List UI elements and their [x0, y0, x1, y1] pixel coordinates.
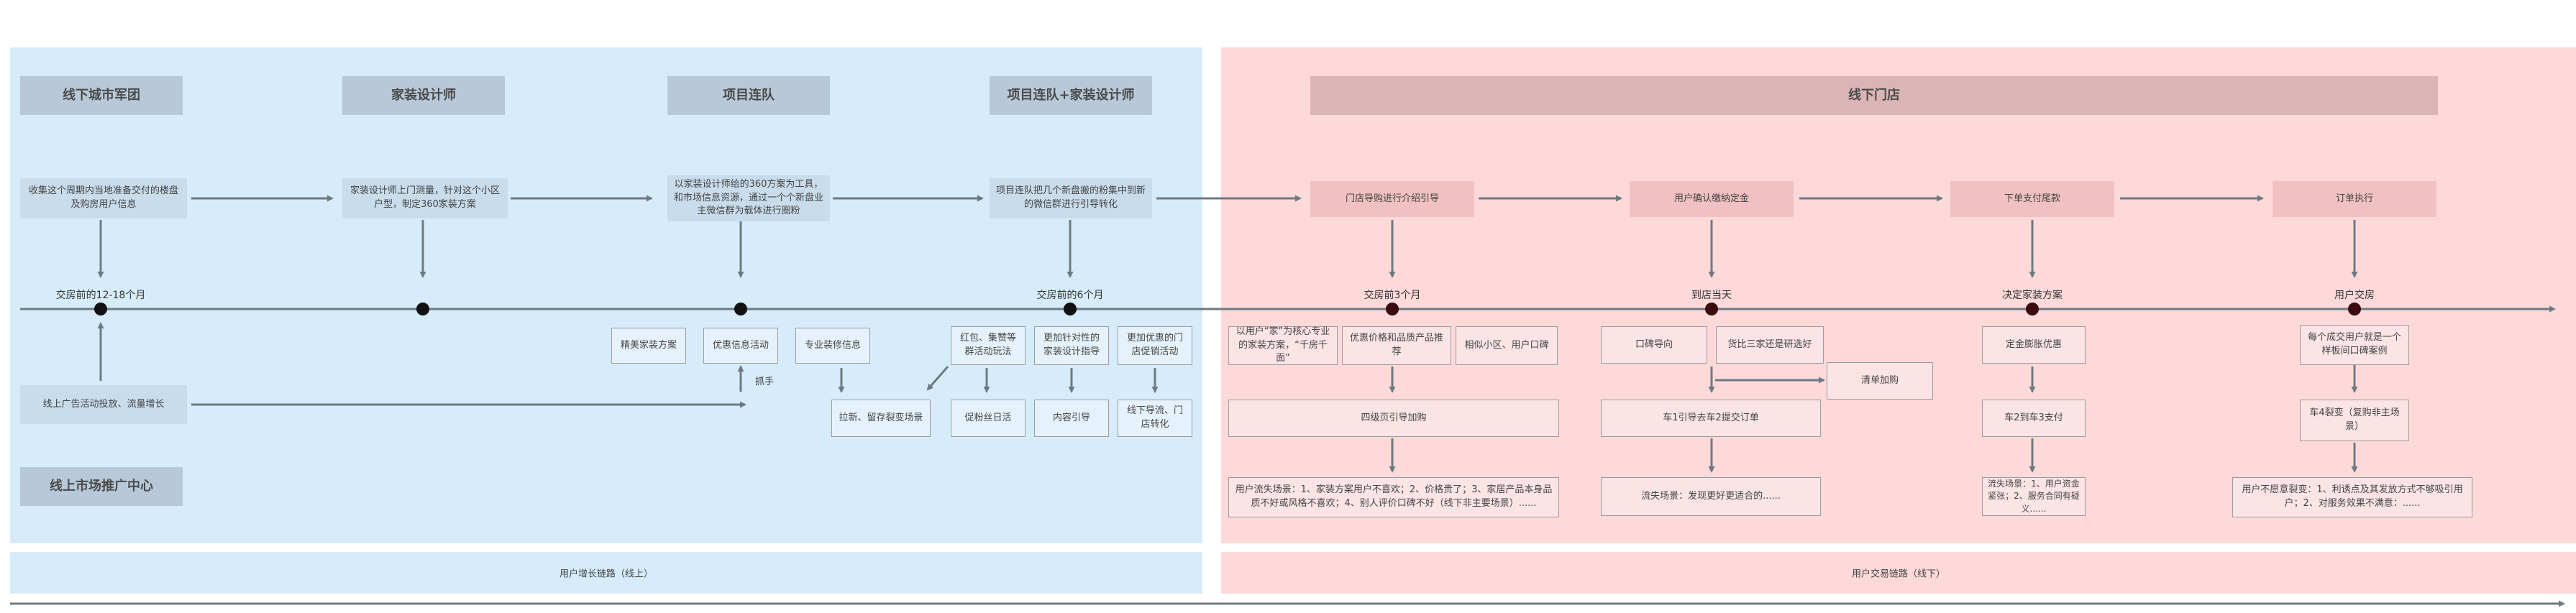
timeline-label-store-day: 到店当天 [1691, 290, 1732, 301]
grab-label: 抓手 [755, 377, 775, 387]
online-ad-box: 线上广告活动投放、流量增长 [20, 385, 187, 424]
tag-pro-decor: 专业装修信息 [795, 328, 870, 364]
offline-band-label: 用户交易链路（线下） [1851, 568, 1946, 580]
tag-design-guide: 更加针对性的家装设计指导 [1034, 326, 1109, 365]
step-collect-info: 收集这个周期内当地准备交付的楼盘及购房用户信息 [20, 178, 187, 218]
tag-cart2-cart3: 车2到车3支付 [1982, 400, 2086, 437]
timeline-dot-6 [1705, 303, 1718, 315]
tag-acquisition: 拉新、留存裂变场景 [831, 400, 931, 437]
tag-cart1-cart2: 车1引导去车2提交订单 [1601, 400, 1821, 437]
header-project-team: 项目连队 [667, 76, 830, 115]
timeline-dot-4 [1064, 303, 1077, 315]
header-designer: 家装设计师 [342, 76, 505, 115]
tag-offline-convert: 线下导流、门店转化 [1118, 400, 1192, 437]
timeline-dot-7 [2026, 303, 2039, 315]
header-offline-store: 线下门店 [1310, 76, 2438, 115]
tag-similar-community: 相似小区、用户口碑 [1456, 326, 1558, 365]
tag-sample-case: 每个成交用户就是一个样板间口碑案例 [2300, 325, 2409, 365]
tag-churn-better: 流失场景：发现更好更适合的...... [1601, 477, 1821, 516]
timeline-label-handover: 用户交房 [2334, 290, 2375, 301]
tag-churn-store: 用户流失场景：1、家装方案用户不喜欢；2、价格贵了；3、家居产品本身品质不好或风… [1228, 477, 1559, 517]
arrow-a4-diag [926, 366, 949, 391]
step-store-guide: 门店导购进行介绍引导 [1310, 181, 1474, 217]
tag-no-fission: 用户不愿意裂变：1、利诱点及其发放方式不够吸引用户；2、对服务效果不满意：...… [2232, 477, 2472, 517]
tag-word-of-mouth: 口碑导向 [1601, 326, 1707, 364]
step-pay-balance: 下单支付尾款 [1950, 181, 2114, 217]
timeline-dot-1 [94, 303, 107, 315]
tag-discount-info: 优惠信息活动 [703, 328, 778, 364]
tag-list-addcart: 清单加购 [1827, 362, 1933, 400]
step-group-fans: 以家装设计师给的360方案为工具，和市场信息资源，通过一个个新盘业主微信群为载体… [667, 175, 830, 221]
tag-design-plan: 精美家装方案 [611, 328, 686, 364]
tag-redpack: 红包、集赞等群活动玩法 [951, 326, 1026, 365]
timeline-dot-2 [416, 303, 429, 315]
tag-deposit-bonus: 定金膨胀优惠 [1982, 326, 2086, 364]
step-order-exec: 订单执行 [2273, 181, 2436, 217]
online-band-label: 用户增长链路（线上） [559, 568, 654, 580]
offline-band [1221, 552, 2576, 594]
tag-level4-addcart: 四级页引导加购 [1228, 400, 1559, 437]
step-designer-measure: 家装设计师上门测量，针对这个小区户型，制定360家装方案 [342, 178, 508, 218]
tag-content-guide: 内容引导 [1034, 400, 1109, 437]
online-band [10, 552, 1202, 594]
header-online-marketing: 线上市场推广中心 [20, 467, 183, 506]
tag-price-quality: 优惠价格和品质产品推荐 [1342, 326, 1451, 365]
tag-cart4-fission: 车4裂变（复购非主场景） [2300, 400, 2409, 441]
tag-churn-funds: 流失场景：1、用户资金紧张；2、服务合同有疑义...... [1982, 477, 2086, 516]
header-city-army: 线下城市军团 [20, 76, 183, 115]
timeline-dot-3 [734, 303, 747, 315]
online-panel [10, 47, 1202, 543]
tag-store-promo: 更加优惠的门店促销活动 [1118, 326, 1192, 365]
timeline-label-3m: 交房前3个月 [1364, 290, 1421, 301]
timeline-dot-8 [2348, 303, 2361, 315]
step-pay-deposit: 用户确认缴纳定金 [1630, 181, 1794, 217]
tag-daily-active: 促粉丝日活 [951, 400, 1026, 437]
offline-panel [1221, 47, 2576, 543]
header-team-designer: 项目连队+家装设计师 [990, 76, 1152, 115]
timeline-dot-5 [1386, 303, 1399, 315]
tag-compare: 货比三家还是研选好 [1716, 326, 1824, 364]
timeline-label-decide-plan: 决定家装方案 [2002, 290, 2063, 301]
tag-home-plan: 以用户“家”为核心专业的家装方案，“千房千面” [1228, 326, 1338, 365]
timeline-label-12-18m: 交房前的12-18个月 [55, 290, 146, 301]
step-guide-convert: 项目连队把几个新盘搬的粉集中到新的微信群进行引导转化 [990, 178, 1152, 218]
timeline-label-6m: 交房前的6个月 [1036, 290, 1104, 301]
